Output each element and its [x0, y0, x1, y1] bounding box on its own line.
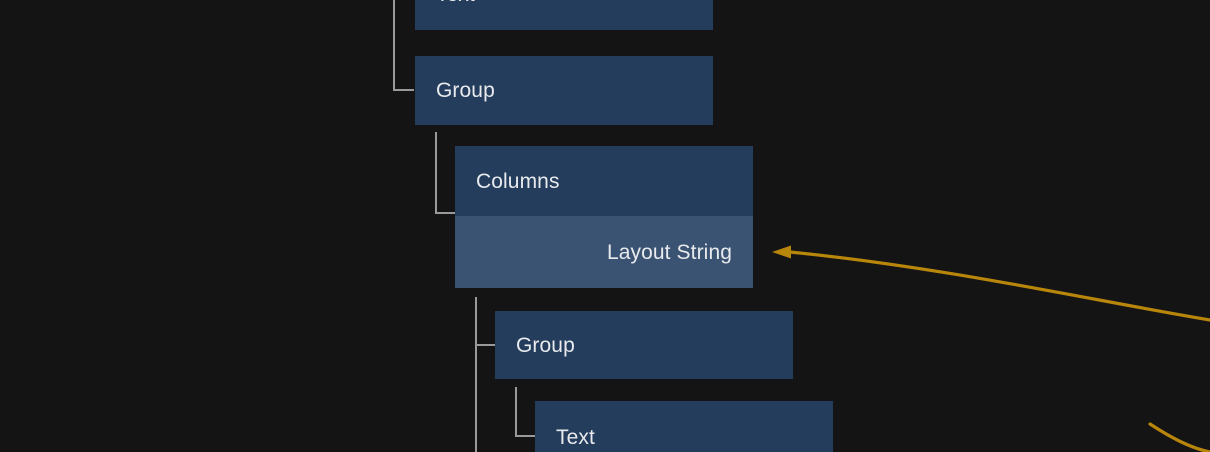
tree-node-group-2[interactable]: Group	[495, 311, 793, 379]
arrow-lower-right-line	[1148, 422, 1210, 452]
tree-node-group-1[interactable]: Group	[415, 56, 713, 125]
tree-node-columns[interactable]: Columns	[455, 146, 753, 216]
arrow-to-layout-string-line	[788, 250, 1210, 322]
connector-vertical-columns	[435, 132, 437, 214]
tree-node-label: Columns	[476, 169, 560, 193]
connector-vertical-group-2	[475, 297, 477, 452]
connector-elbow-text-bottom	[515, 435, 536, 437]
connector-elbow-columns	[435, 212, 456, 214]
tree-node-label: Text	[556, 425, 595, 449]
tree-node-label: Group	[516, 333, 575, 357]
tree-node-label: Text	[415, 0, 475, 5]
arrow-to-layout-string-head	[772, 245, 791, 259]
tree-node-text-top[interactable]: Text	[415, 0, 713, 30]
connector-elbow-group-1	[393, 89, 414, 91]
connector-elbow-group-2	[475, 344, 496, 346]
connector-vertical-text-bottom	[515, 387, 517, 437]
tree-node-label: Layout String	[606, 240, 732, 264]
tree-node-label: Group	[436, 79, 495, 102]
tree-node-layout-string[interactable]: Layout String	[455, 216, 753, 288]
connector-vertical-root	[393, 0, 395, 91]
tree-node-text-bottom[interactable]: Text	[535, 401, 833, 452]
